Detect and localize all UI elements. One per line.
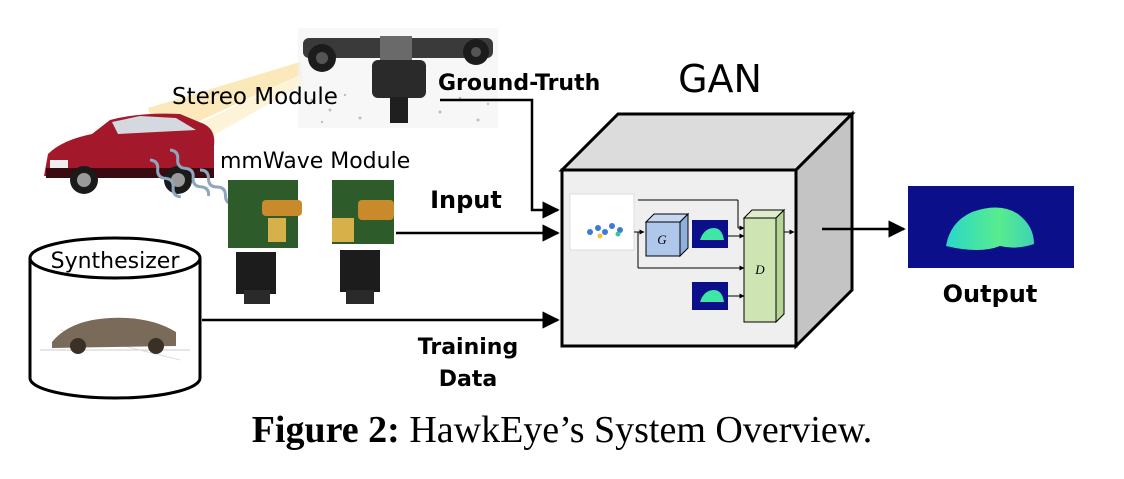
- output-image: [908, 186, 1074, 268]
- generated-output-thumb: [692, 220, 728, 248]
- synthesizer-label: Synthesizer: [51, 249, 181, 274]
- training-data-label-line1: Training: [418, 335, 518, 360]
- arrows: [202, 98, 906, 329]
- output-label: Output: [943, 280, 1038, 308]
- figure-caption: Figure 2: HawkEye’s System Overview.: [0, 408, 1124, 452]
- input-label: Input: [430, 186, 502, 214]
- synthesizer-database: [28, 236, 202, 400]
- gan-label: GAN: [678, 57, 762, 101]
- mmwave-signal-waves: [149, 148, 235, 206]
- ground-truth-arrow: [440, 98, 560, 219]
- gan-internals: G D: [569, 193, 795, 324]
- discriminator-label: D: [754, 262, 765, 277]
- real-sample-thumb: [692, 282, 728, 310]
- training-data-label-line2: Data: [439, 367, 497, 392]
- synthetic-car-render: [40, 317, 190, 361]
- generator-block: [644, 212, 690, 258]
- mmwave-radar-image: [228, 180, 394, 304]
- stereo-module-label: Stereo Module: [172, 84, 338, 110]
- generator-label: G: [657, 232, 667, 247]
- figure-caption-label: Figure 2:: [251, 409, 400, 451]
- car-image: [44, 113, 215, 194]
- ground-truth-label: Ground-Truth: [438, 71, 600, 96]
- figure-caption-text: HawkEye’s System Overview.: [409, 409, 873, 451]
- stereo-camera-image: [298, 28, 498, 128]
- mmwave-module-label: mmWave Module: [220, 149, 410, 174]
- input-pointcloud-plot: [569, 193, 635, 251]
- discriminator-block: [742, 208, 786, 324]
